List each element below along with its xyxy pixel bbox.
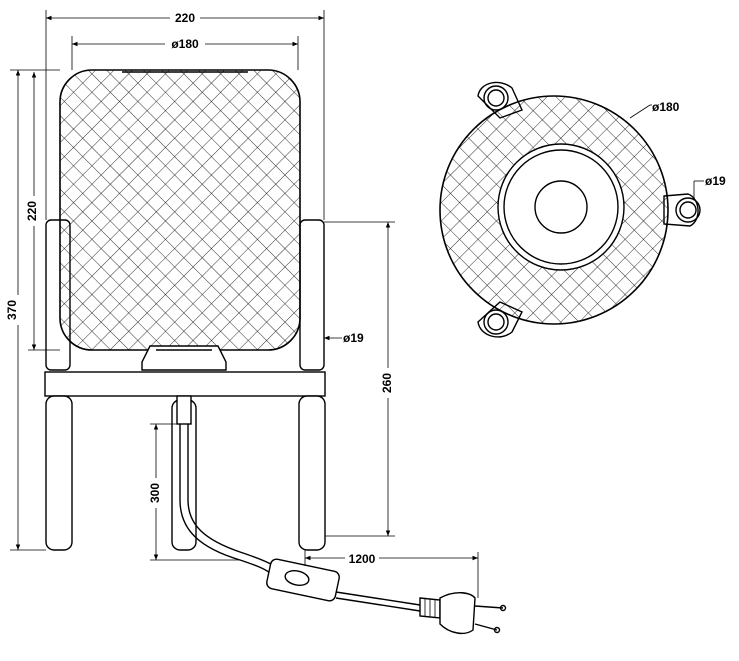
mesh-shade	[59, 69, 301, 351]
socket-cup	[141, 345, 227, 371]
base-ring	[44, 371, 326, 397]
plug	[419, 592, 507, 635]
dim-cord-length: 1200	[349, 552, 376, 566]
power-cord	[179, 424, 273, 576]
top-view: ø180 ø19	[439, 81, 726, 338]
switch-button	[284, 570, 310, 586]
dim-leg-height: 260	[380, 373, 394, 393]
front-view: 220 ø180 370 220 260 ø19 300	[4, 10, 507, 635]
dim-top-view-leg-diameter: ø19	[705, 174, 726, 188]
dim-top-view-diameter: ø180	[652, 100, 680, 114]
dim-shade-height: 220	[25, 201, 39, 221]
top-socket	[534, 180, 588, 234]
dim-top-width: 220	[175, 11, 195, 25]
dim-leg-diameter: ø19	[343, 331, 364, 345]
leg-front-right	[298, 395, 326, 551]
dim-shade-diameter: ø180	[171, 37, 199, 51]
dim-cord-drop: 300	[148, 483, 162, 503]
back-leg-right	[299, 219, 325, 371]
dim-total-height: 370	[5, 300, 19, 320]
leg-front-left	[45, 395, 73, 551]
leg-tab-right	[663, 193, 701, 227]
cord-strain-relief	[176, 395, 192, 425]
